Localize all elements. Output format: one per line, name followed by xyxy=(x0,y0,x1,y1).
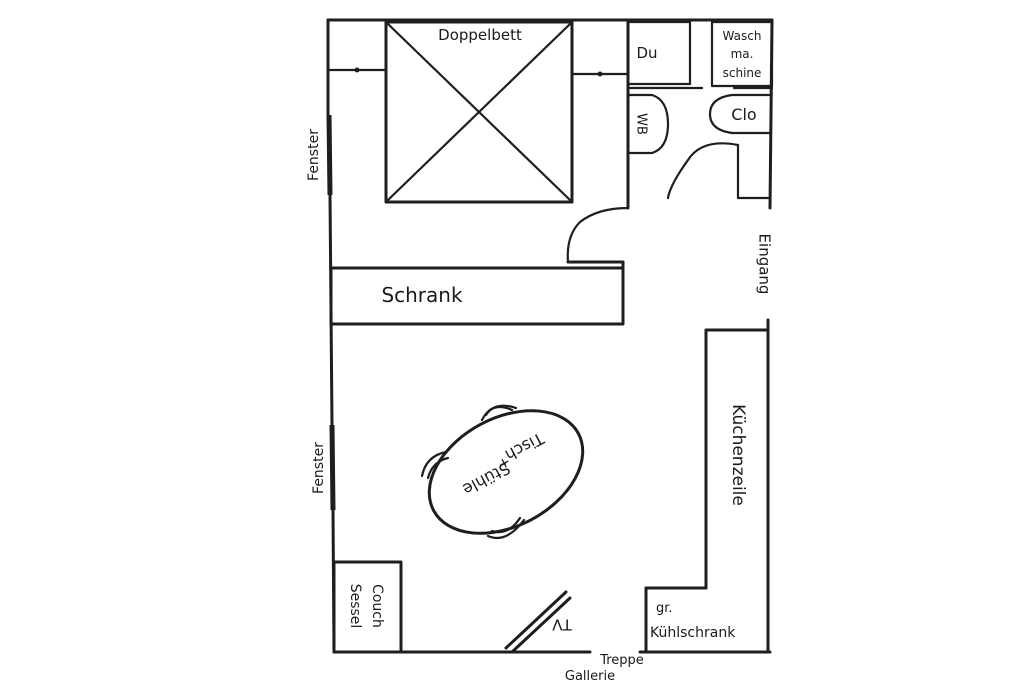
fridge-label-2: Kühlschrank xyxy=(650,625,736,641)
dining-table xyxy=(427,409,585,535)
kitchen-counter xyxy=(704,328,770,590)
bedroom-door xyxy=(566,206,630,264)
washing-machine-label-1: Wasch xyxy=(723,29,762,43)
fridge xyxy=(644,586,708,654)
entrance-label: Eingang xyxy=(756,234,774,295)
bedroom-wall-stubs xyxy=(326,67,630,77)
shower xyxy=(626,20,692,86)
couch xyxy=(332,560,403,654)
window-bottom xyxy=(329,424,336,511)
fridge-label-1: gr. xyxy=(656,601,673,616)
wash-basin xyxy=(628,93,670,155)
stairs-label: Treppe xyxy=(599,653,644,668)
wardrobe xyxy=(329,260,625,326)
window-bottom-label: Fenster xyxy=(311,442,327,494)
table-label-3: Stühle xyxy=(459,459,513,500)
wardrobe-label: Schrank xyxy=(381,283,463,307)
washing-machine-label-2: ma. xyxy=(731,47,754,61)
washing-machine-label-3: schine xyxy=(723,66,762,80)
bed-label: Doppelbett xyxy=(438,26,522,44)
basin-label: WB xyxy=(634,113,649,135)
toilet-label: Clo xyxy=(731,105,756,124)
shower-label: Du xyxy=(636,44,657,62)
toilet xyxy=(708,93,772,135)
tv-label: TV xyxy=(552,616,573,634)
window-top xyxy=(326,114,333,196)
gallery-label: Gallerie xyxy=(565,669,615,683)
window-top-label: Fenster xyxy=(306,129,322,181)
tv xyxy=(504,590,572,654)
washing-machine xyxy=(710,20,774,88)
couch-label-2: Sessel xyxy=(347,584,363,629)
kitchen-label: Küchenzeile xyxy=(728,404,748,506)
chairs xyxy=(420,404,526,540)
couch-label-1: Couch xyxy=(369,584,385,628)
double-bed xyxy=(384,20,574,204)
